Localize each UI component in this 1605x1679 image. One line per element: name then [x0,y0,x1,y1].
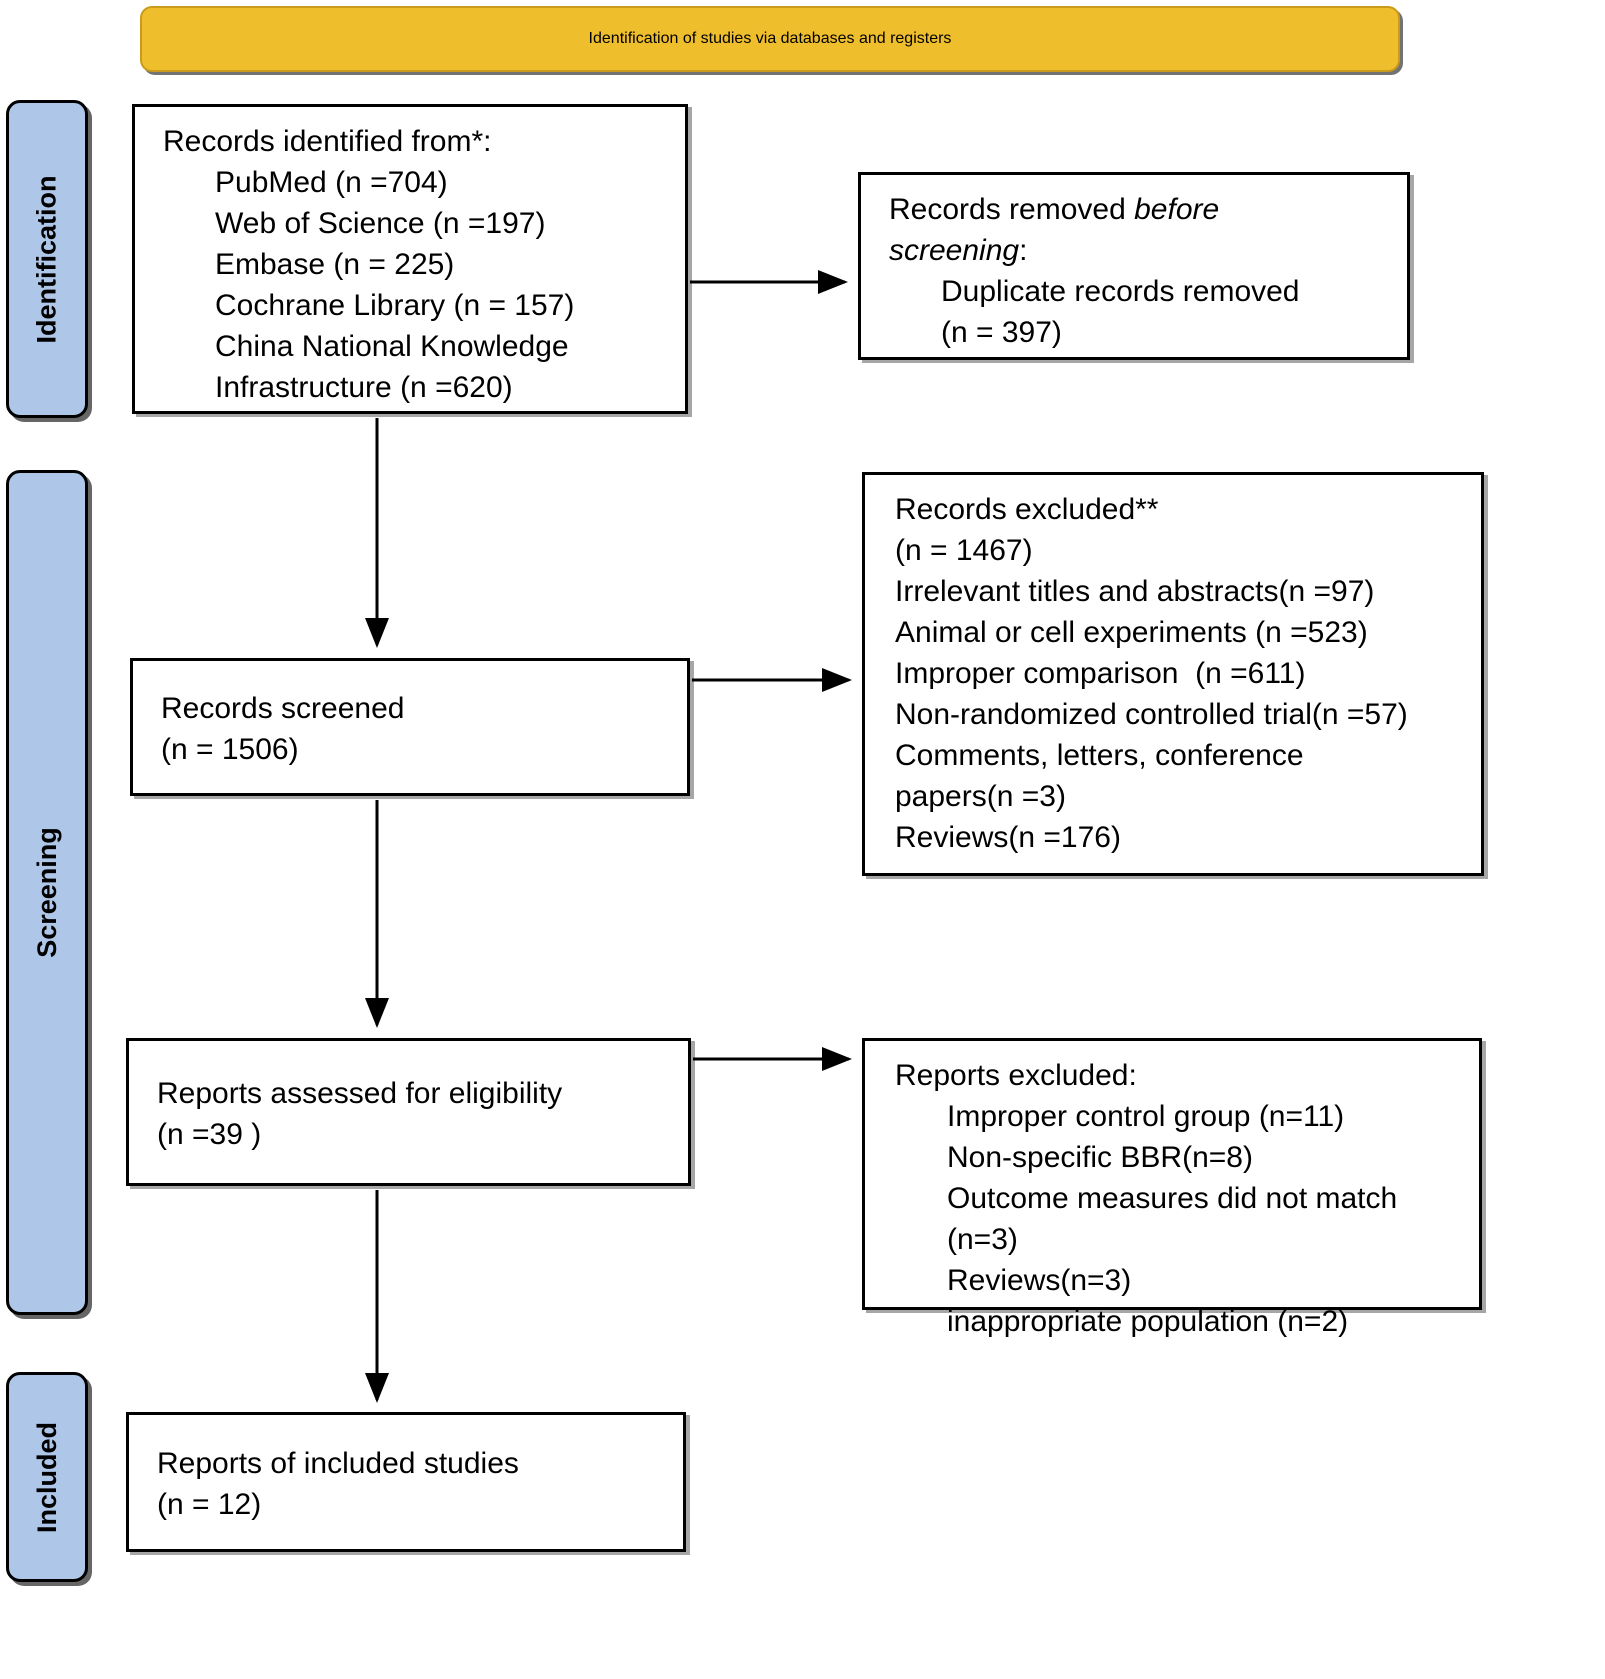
records-removed-subtitle: screening: [889,230,1391,271]
reports-assessed-title: Reports assessed for eligibility [157,1077,563,1110]
box-reports-excluded: Reports excluded: Improper control group… [862,1038,1482,1338]
records-screened-title: Records screened [161,692,405,725]
reports-excluded-item: Improper control group (n=11) [947,1100,1345,1133]
stage-label-screening: Screening [6,470,88,1315]
records-identified-item: Embase (n = 225) [215,248,455,281]
reports-excluded-title: Reports excluded: [895,1059,1137,1092]
reports-excluded-item: Outcome measures did not match [947,1182,1398,1215]
box-records-excluded: Records excluded** (n = 1467) Irrelevant… [862,472,1484,876]
reports-assessed-count: (n =39 ) [157,1118,262,1151]
reports-included-count: (n = 12) [157,1488,262,1521]
records-removed-title-plain: Records removed [889,193,1135,226]
records-excluded-item: Irrelevant titles and abstracts(n =97) [895,575,1375,608]
records-excluded-item: Animal or cell experiments (n =523) [895,616,1368,649]
records-identified-item: Web of Science (n =197) [215,207,546,240]
reports-excluded-item: Reviews(n=3) [947,1264,1132,1297]
box-records-identified: Records identified from*: PubMed (n =704… [132,104,688,414]
records-removed-item: (n = 397) [941,316,1062,349]
reports-excluded-item: inappropriate population (n=2) [947,1305,1349,1338]
records-identified-item: Infrastructure (n =620) [215,371,513,404]
records-removed-subtitle-italic: screening [889,234,1020,267]
records-screened-count: (n = 1506) [161,733,299,766]
records-removed-title: Records removed before [889,189,1391,230]
box-records-screened: Records screened (n = 1506) [130,658,690,796]
diagram-header-banner: Identification of studies via databases … [140,6,1400,72]
box-reports-included: Reports of included studies (n = 12) [126,1412,686,1552]
box-records-removed: Records removed before screening: Duplic… [858,172,1410,360]
records-identified-item: PubMed (n =704) [215,166,448,199]
records-excluded-item: Improper comparison (n =611) [895,657,1306,690]
stage-label-identification: Identification [6,100,88,418]
records-excluded-item: Reviews(n =176) [895,821,1121,854]
records-removed-item: Duplicate records removed [941,275,1300,308]
reports-excluded-item: Non-specific BBR(n=8) [947,1141,1253,1174]
stage-label-included-text: Included [31,1421,62,1533]
records-identified-item: China National Knowledge [215,330,569,363]
banner-title: Identification of studies via databases … [588,30,952,47]
records-excluded-item: papers(n =3) [895,780,1066,813]
records-excluded-item: Non-randomized controlled trial(n =57) [895,698,1408,731]
records-identified-title: Records identified from*: [163,125,492,158]
reports-included-title: Reports of included studies [157,1447,519,1480]
records-excluded-count: (n = 1467) [895,534,1033,567]
records-removed-subtitle-colon: : [1019,234,1028,267]
records-removed-title-italic: before [1134,193,1220,226]
stage-label-included: Included [6,1372,88,1582]
records-identified-item: Cochrane Library (n = 157) [215,289,575,322]
records-excluded-title: Records excluded** [895,493,1159,526]
reports-excluded-item: (n=3) [947,1223,1018,1256]
box-reports-assessed: Reports assessed for eligibility (n =39 … [126,1038,691,1186]
records-excluded-item: Comments, letters, conference [895,739,1304,772]
stage-label-identification-text: Identification [31,175,62,343]
stage-label-screening-text: Screening [31,827,62,958]
